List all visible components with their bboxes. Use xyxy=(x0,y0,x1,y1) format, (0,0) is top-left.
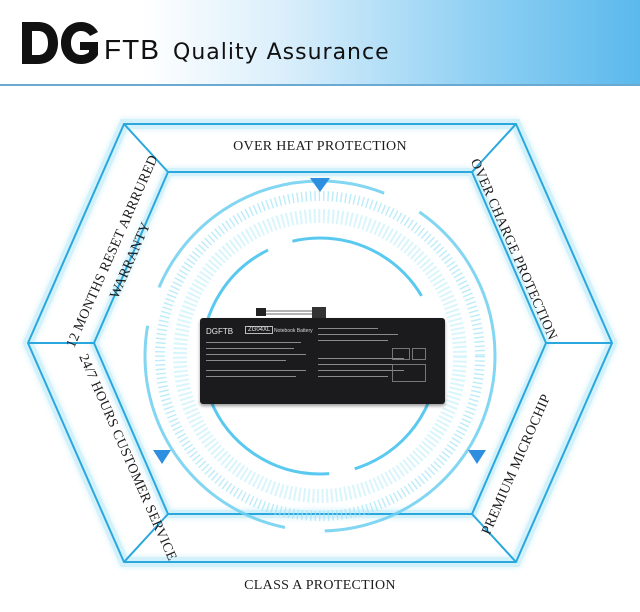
battery-spec-line xyxy=(318,358,404,359)
arrow-down-icon xyxy=(468,450,486,464)
battery-spec-line xyxy=(206,348,294,349)
arrow-down-icon xyxy=(310,178,330,192)
battery-spec-line xyxy=(318,340,388,341)
battery-type: Notebook Battery xyxy=(274,328,313,334)
feature-hexagon-diagram: OVER HEAT PROTECTION CLASS A PROTECTION … xyxy=(22,119,618,593)
battery-spec-line xyxy=(318,364,404,365)
recycle-mark-icon xyxy=(392,364,426,382)
battery-spec-line xyxy=(206,342,301,343)
header-divider xyxy=(0,84,640,86)
battery-spec-line xyxy=(206,354,306,355)
battery-spec-line xyxy=(318,328,378,329)
battery-spec-line xyxy=(206,376,296,377)
brand-suffix: FTB xyxy=(104,34,160,65)
header-banner xyxy=(0,0,640,86)
feature-class-a: CLASS A PROTECTION xyxy=(244,578,396,593)
certification-mark-icon xyxy=(392,348,410,360)
feature-warranty-line1: 12 MONTHS RESET ARRRURED xyxy=(64,153,162,350)
battery-spec-line xyxy=(318,376,388,377)
battery-spec-line xyxy=(318,370,404,371)
battery-connector-cable xyxy=(256,307,326,318)
arrow-down-icon xyxy=(153,450,171,464)
battery-spec-line xyxy=(318,334,398,335)
certification-mark-icon xyxy=(412,348,426,360)
battery-spec-line xyxy=(206,370,306,371)
brand-logo-icon xyxy=(22,22,98,64)
feature-over-heat: OVER HEAT PROTECTION xyxy=(233,139,407,154)
battery-brand: DGFTB xyxy=(206,327,234,336)
tagline: Quality Assurance xyxy=(173,40,390,65)
battery-spec-line xyxy=(206,360,286,361)
battery-model: ZG04XL xyxy=(245,326,274,334)
battery-product-image: DGFTB ZG04XL Notebook Battery xyxy=(200,318,445,404)
